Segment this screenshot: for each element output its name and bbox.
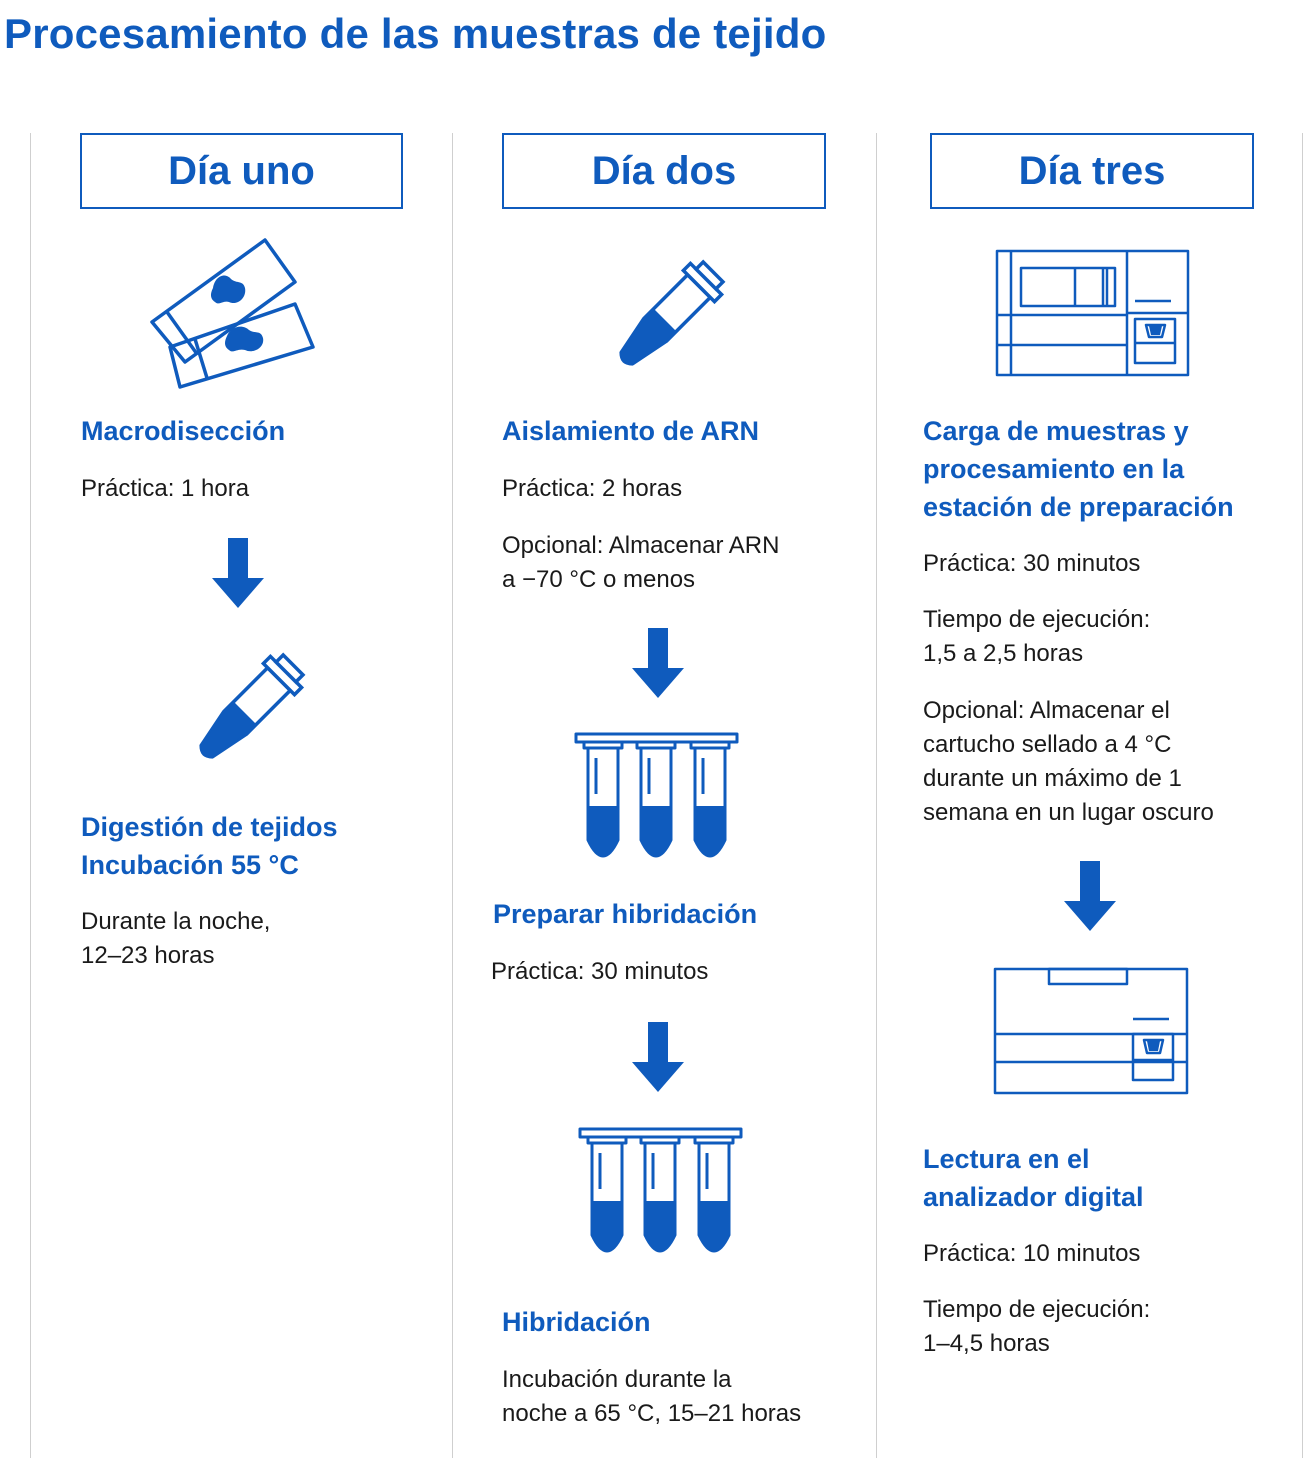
page-title: Procesamiento de las muestras de tejido	[4, 10, 827, 57]
tube-icon	[199, 652, 306, 759]
step-heading: Aislamiento de ARN	[502, 416, 760, 446]
step-heading: Digestión de tejidos Incubación 55 °C	[81, 812, 338, 880]
day-three-header: Día tres	[930, 133, 1254, 209]
step-heading: Macrodisección	[81, 416, 286, 446]
column-divider	[30, 133, 31, 1458]
step-text: Práctica: 1 hora	[81, 475, 250, 502]
step-text: Práctica: 30 minutos	[923, 550, 1141, 577]
slides-icon	[150, 238, 315, 389]
down-arrow-icon	[632, 1022, 684, 1092]
tube-icon	[619, 259, 726, 366]
prep-station-icon	[995, 249, 1190, 377]
step-heading: Lectura en el analizador digital	[923, 1144, 1144, 1212]
column-divider	[452, 133, 453, 1458]
column-divider	[876, 133, 877, 1458]
down-arrow-icon	[1064, 861, 1116, 931]
step-text: Práctica: 30 minutos	[491, 958, 709, 985]
step-text: Opcional: Almacenar el cartucho sellado …	[923, 697, 1214, 826]
digital-analyzer-icon	[993, 967, 1189, 1095]
step-text: Durante la noche, 12–23 horas	[81, 908, 271, 969]
day-two-header: Día dos	[502, 133, 826, 209]
step-text: Práctica: 10 minutos	[923, 1240, 1141, 1267]
step-heading: Carga de muestras y procesamiento en la …	[923, 416, 1234, 522]
step-text: Práctica: 2 horas	[502, 475, 683, 502]
step-heading: Preparar hibridación	[493, 899, 758, 929]
step-text: Opcional: Almacenar ARN a −70 °C o menos	[502, 532, 780, 593]
step-text: Incubación durante la noche a 65 °C, 15–…	[502, 1366, 802, 1427]
column-divider	[1302, 133, 1303, 1458]
down-arrow-icon	[632, 628, 684, 698]
step-text: Tiempo de ejecución: 1–4,5 horas	[923, 1296, 1151, 1357]
down-arrow-icon	[212, 538, 264, 608]
day-one-header: Día uno	[80, 133, 403, 209]
strip-tubes-icon	[578, 1127, 743, 1253]
strip-tubes-icon	[574, 732, 739, 858]
step-heading: Hibridación	[502, 1307, 651, 1337]
step-text: Tiempo de ejecución: 1,5 a 2,5 horas	[923, 606, 1151, 667]
